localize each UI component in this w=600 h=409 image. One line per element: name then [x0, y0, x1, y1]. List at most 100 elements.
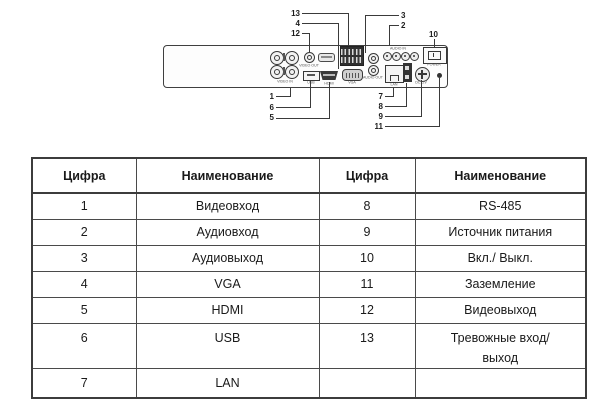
table-cell: 5	[31, 296, 137, 324]
table-cell: Видеовыход	[414, 296, 587, 324]
table-cell: 4	[31, 270, 137, 298]
callout-label-12: 12	[291, 28, 300, 38]
hdmi-port	[320, 71, 338, 80]
callout-line	[338, 23, 339, 69]
video-out-bnc	[304, 52, 315, 63]
panel-mark	[283, 53, 285, 61]
table-cell: Источник питания	[414, 218, 587, 246]
vga-port	[342, 69, 363, 81]
audio-out-bnc	[368, 65, 379, 76]
callout-line	[385, 96, 394, 97]
callout-line	[302, 13, 349, 14]
table-cell: Заземление	[414, 270, 587, 298]
table-cell: Тревожные вход/ выход	[414, 322, 587, 369]
table-cell: Видеовход	[135, 192, 320, 220]
callout-line	[276, 96, 291, 97]
callout-line	[290, 87, 291, 96]
callout-line	[389, 25, 390, 46]
callout-line	[406, 83, 407, 106]
table-cell: 1	[31, 192, 137, 220]
table-cell: HDMI	[135, 296, 320, 324]
usb-port	[303, 71, 320, 81]
video-out-label: VIDEO OUT	[299, 63, 319, 68]
audio-in-rca	[401, 51, 410, 61]
video-in-bnc	[270, 51, 284, 65]
callout-label-2: 2	[401, 20, 406, 30]
callout-label-13: 13	[291, 8, 300, 18]
table-cell: 3	[31, 244, 137, 272]
callout-line	[329, 82, 330, 118]
power-input-jack	[414, 66, 430, 82]
table-cell	[414, 367, 587, 399]
audio-in-rca	[410, 51, 419, 61]
table-cell: Аудиовход	[135, 218, 320, 246]
callout-label-11: 11	[374, 121, 383, 131]
panel-mark	[283, 67, 285, 75]
header-number-2: Цифра	[318, 157, 416, 194]
callout-line	[302, 23, 339, 24]
callout-line	[302, 33, 310, 34]
table-cell: 7	[31, 367, 137, 399]
table-cell: VGA	[135, 270, 320, 298]
audio-in-rca	[392, 51, 401, 61]
video-in-bnc	[285, 51, 299, 65]
audio-out-label: AUDIO OUT	[362, 75, 384, 80]
callout-line	[421, 80, 422, 116]
callout-line	[348, 13, 349, 46]
ground-screw	[436, 72, 442, 78]
callout-line	[385, 106, 407, 107]
table-cell: 11	[318, 270, 416, 298]
table-cell: 6	[31, 322, 137, 369]
table-cell: Аудиовыход	[135, 244, 320, 272]
audio-out-bnc	[368, 53, 379, 64]
table-cell: 10	[318, 244, 416, 272]
callout-line	[385, 116, 422, 117]
table-cell: 8	[318, 192, 416, 220]
callout-line	[389, 25, 399, 26]
callout-label-6: 6	[269, 102, 274, 112]
table-cell: 9	[318, 218, 416, 246]
callout-line	[310, 81, 311, 107]
callout-line	[439, 78, 440, 126]
callout-line	[309, 33, 310, 52]
callout-label-5: 5	[269, 113, 274, 122]
alarm-terminal-block	[340, 46, 364, 66]
aux-connector	[318, 53, 335, 62]
callout-line	[365, 15, 399, 16]
power-label: POWER	[427, 62, 441, 67]
header-name-2: Наименование	[414, 157, 587, 194]
header-number-1: Цифра	[31, 157, 137, 194]
table-cell: 12	[318, 296, 416, 324]
video-in-bnc	[285, 65, 299, 79]
callout-label-9: 9	[378, 111, 383, 121]
vga-label: VGA	[347, 80, 356, 85]
callout-label-3: 3	[401, 10, 406, 20]
table-cell: Вкл./ Выкл.	[414, 244, 587, 272]
callout-label-4: 4	[295, 18, 300, 28]
callout-line	[276, 117, 330, 119]
video-in-label: VIDEO IN	[277, 79, 293, 84]
callout-line	[365, 15, 366, 53]
table-cell: LAN	[135, 367, 320, 399]
lan-label: LAN	[389, 82, 398, 87]
table-cell: USB	[135, 322, 320, 369]
table-cell: RS-485	[414, 192, 587, 220]
callout-line	[434, 39, 435, 47]
callout-line	[276, 107, 311, 108]
callout-line	[385, 126, 440, 127]
table-cell	[318, 367, 416, 399]
audio-in-rca	[383, 51, 392, 61]
lan-port	[385, 65, 404, 83]
callout-label-1: 1	[269, 91, 274, 101]
header-name-1: Наименование	[135, 157, 320, 194]
